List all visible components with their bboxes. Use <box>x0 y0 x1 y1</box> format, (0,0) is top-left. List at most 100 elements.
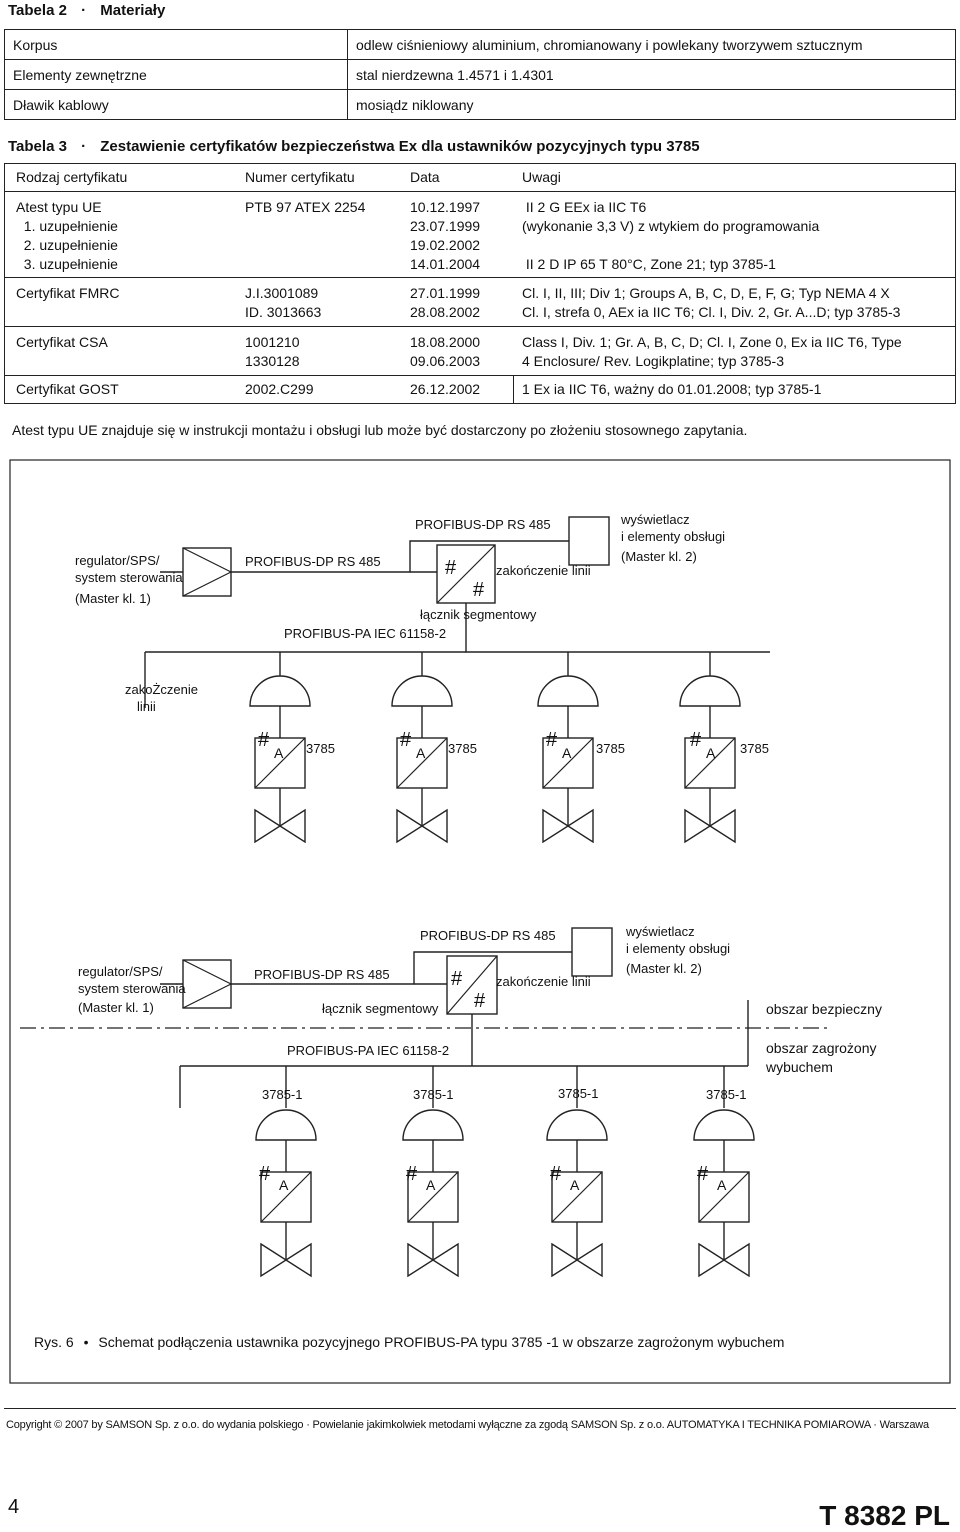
display-label-2: i elementy obsługi <box>621 529 725 544</box>
device-letter: A <box>717 1177 727 1193</box>
dp-top-label: PROFIBUS-DP RS 485 <box>415 517 551 532</box>
page-number: 4 <box>8 1496 20 1518</box>
pa-label: PROFIBUS-PA IEC 61158-2 <box>287 1043 449 1058</box>
pa-label: PROFIBUS-PA IEC 61158-2 <box>284 626 446 641</box>
master-class1-symbol <box>182 547 232 597</box>
column-header-notes: Uwagi <box>522 169 561 185</box>
cert-notes: Cl. I, II, III; Div 1; Groups A, B, C, D… <box>522 285 901 320</box>
table-border <box>513 375 514 403</box>
device-label: 3785-1 <box>706 1087 746 1102</box>
valve-actuator-1 <box>255 1109 317 1277</box>
safe-area-label: obszar bezpieczny <box>766 1001 882 1017</box>
hash-icon: # <box>690 729 702 751</box>
hash-icon: # <box>473 579 485 601</box>
cert-number: PTB 97 ATEX 2254 <box>245 199 366 215</box>
table3-title: Zestawienie certyfikatów bezpieczeństwa … <box>100 138 700 155</box>
device-label: 3785 <box>448 741 477 756</box>
material-value: odlew ciśnieniowy aluminium, chromianowa… <box>347 29 956 60</box>
cert-type: Certyfikat FMRC <box>16 285 120 301</box>
termination-label: zakończenie linii <box>496 974 591 989</box>
hazard-area-label-1: obszar zagrożony <box>766 1040 877 1056</box>
coupler-label: łącznik segmentowy <box>322 1001 439 1016</box>
display-label-1: wyświetlacz <box>625 924 695 939</box>
device-letter: A <box>426 1177 436 1193</box>
termination2-label-1: zakoŻczenie <box>125 682 198 697</box>
table-row: Dławik kablowy mosiądz niklowany <box>4 89 956 120</box>
master-label-3: (Master kl. 1) <box>75 591 151 606</box>
device-label: 3785-1 <box>413 1087 453 1102</box>
valve-actuator-4 <box>693 1109 755 1277</box>
hash-icon: # <box>697 1163 709 1185</box>
column-header-date: Data <box>410 169 440 185</box>
cert-notes: Class I, Div. 1; Gr. A, B, C, D; Cl. I, … <box>522 334 902 369</box>
master-label-1: regulator/SPS/ <box>75 553 160 568</box>
table-border <box>955 163 956 404</box>
material-part: Dławik kablowy <box>4 89 348 120</box>
table-border <box>4 163 5 404</box>
display-label-3: (Master kl. 2) <box>621 549 697 564</box>
device-letter: A <box>274 745 284 761</box>
device-letter: A <box>562 745 572 761</box>
document-code: T 8382 PL <box>819 1500 950 1531</box>
hash-icon: # <box>445 557 457 579</box>
device-label: 3785 <box>596 741 625 756</box>
termination2-label-2: linii <box>137 699 156 714</box>
master-label-2: system sterowania <box>75 570 183 585</box>
master-label-1: regulator/SPS/ <box>78 964 163 979</box>
dp-left-label: PROFIBUS-DP RS 485 <box>254 967 390 982</box>
dp-bus-line <box>231 540 569 573</box>
master-class1-symbol <box>182 959 232 1009</box>
coupler-label: łącznik segmentowy <box>420 607 537 622</box>
cert-date: 27.01.1999 28.08.2002 <box>410 285 481 320</box>
material-value: mosiądz niklowany <box>347 89 956 120</box>
coupler-diagonal <box>436 544 496 604</box>
table-row: Korpus odlew ciśnieniowy aluminium, chro… <box>4 29 956 60</box>
valve-actuator-3 <box>546 1109 608 1277</box>
hash-icon: # <box>400 729 412 751</box>
table-border <box>4 403 956 404</box>
table-border <box>4 163 956 164</box>
figure-frame <box>9 459 951 1384</box>
cert-date: 18.08.2000 09.06.2003 <box>410 334 481 369</box>
cert-notes: 1 Ex ia IIC T6, ważny do 01.01.2008; typ… <box>522 381 822 397</box>
cert-date: 10.12.1997 23.07.1999 19.02.2002 14.01.2… <box>410 199 481 272</box>
master-label-3: (Master kl. 1) <box>78 1000 154 1015</box>
device-label: 3785-1 <box>262 1087 302 1102</box>
device-letter: A <box>706 745 716 761</box>
table3-heading: Tabela 3 · Zestawienie certyfikatów bezp… <box>8 138 700 155</box>
hash-icon: # <box>406 1163 418 1185</box>
caption-prefix: Rys. 6 <box>34 1334 74 1350</box>
hash-icon: # <box>451 968 463 990</box>
table-border <box>4 277 956 278</box>
table2-heading: Tabela 2 · Materiały <box>8 2 165 19</box>
hash-icon: # <box>550 1163 562 1185</box>
cert-number: 1001210 1330128 <box>245 334 300 369</box>
valve-actuator-2 <box>402 1109 464 1277</box>
hash-icon: # <box>259 1163 271 1185</box>
column-header-type: Rodzaj certyfikatu <box>16 169 128 185</box>
table2-title: Materiały <box>100 2 166 19</box>
device-letter: A <box>279 1177 289 1193</box>
table3-label: Tabela 3 <box>8 138 67 155</box>
table-border <box>4 191 956 192</box>
ec-note: Atest typu UE znajduje się w instrukcji … <box>12 422 748 438</box>
cert-date: 26.12.2002 <box>410 381 481 397</box>
cert-notes: II 2 G EEx ia IIC T6 (wykonanie 3,3 V) z… <box>522 199 820 272</box>
display-unit-symbol <box>568 516 610 566</box>
cert-type: Certyfikat GOST <box>16 381 119 397</box>
hazard-area-label-2: wybuchem <box>765 1059 833 1075</box>
dp-bus-line <box>231 951 572 985</box>
termination-label: zakończenie linii <box>496 563 591 578</box>
device-letter: A <box>416 745 426 761</box>
separator-dot: · <box>81 138 87 155</box>
cert-number: J.I.3001089 ID. 3013663 <box>245 285 322 320</box>
diagram-bottom: regulator/SPS/ system sterowania (Master… <box>20 924 882 1277</box>
bullet-icon: • <box>83 1334 89 1350</box>
cert-type: Certyfikat CSA <box>16 334 108 350</box>
table-border <box>4 326 956 327</box>
table-row: Elementy zewnętrzne stal nierdzewna 1.45… <box>4 59 956 90</box>
column-header-number: Numer certyfikatu <box>245 169 355 185</box>
separator-dot: · <box>81 2 87 19</box>
dp-left-label: PROFIBUS-DP RS 485 <box>245 554 381 569</box>
display-label-2: i elementy obsługi <box>626 941 730 956</box>
